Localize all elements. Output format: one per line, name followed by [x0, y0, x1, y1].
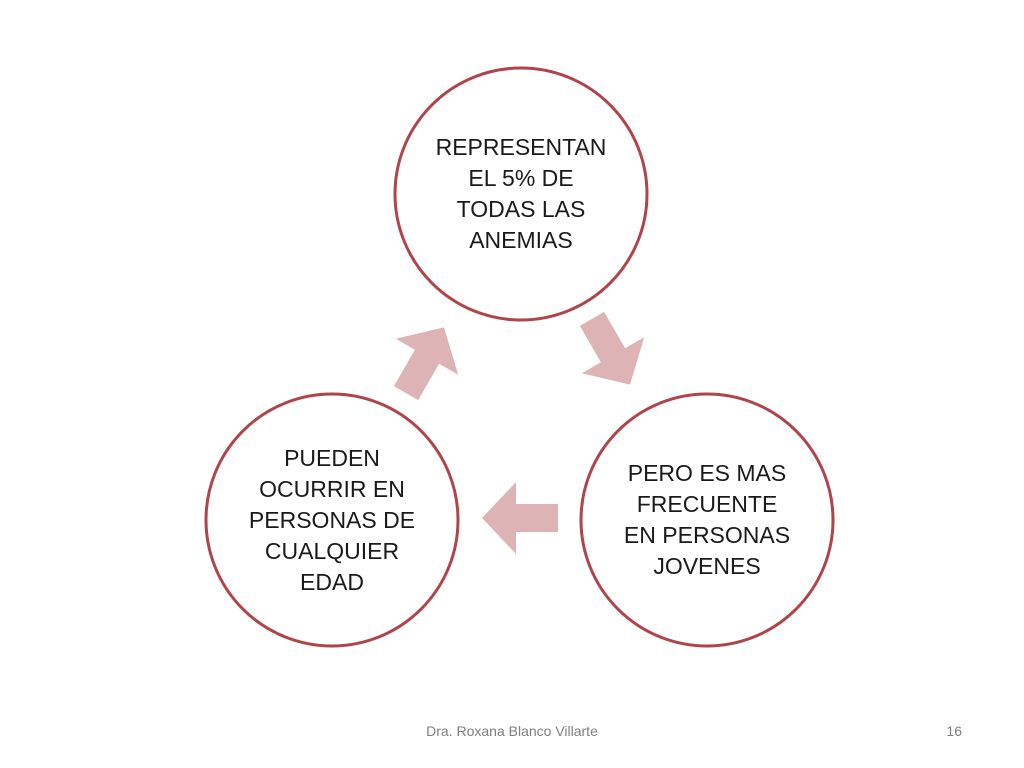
arrow-up-right-icon [393, 327, 459, 401]
node-text-left: PUEDEN OCURRIR EN PERSONAS DE CUALQUIER … [248, 444, 416, 595]
arrow-down-right-icon [579, 311, 645, 385]
arrow-left-icon [482, 482, 558, 554]
footer-author: Dra. Roxana Blanco Villarte [426, 723, 598, 739]
node-text-top: REPRESENTAN EL 5% DE TODAS LAS ANEMIAS [435, 134, 607, 253]
node-text-right: PERO ES MAS FRECUENTE EN PERSONAS JOVENE… [623, 460, 791, 579]
circle-top [393, 66, 649, 322]
page-number: 16 [946, 723, 962, 739]
circle-left [204, 392, 460, 648]
circle-right [579, 392, 835, 648]
